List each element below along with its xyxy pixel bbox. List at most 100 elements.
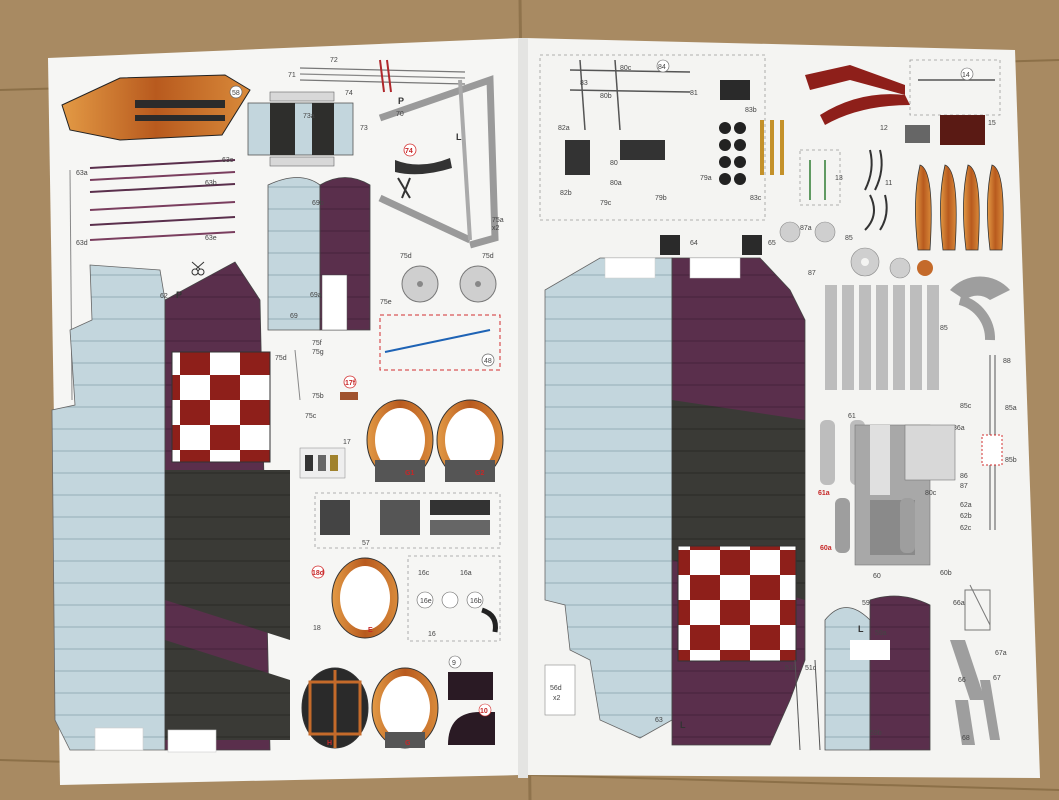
scissors-icon bbox=[191, 261, 205, 276]
label: 70 bbox=[396, 111, 404, 118]
label: 80b bbox=[600, 93, 612, 100]
label: 62 bbox=[160, 293, 168, 300]
label: L bbox=[680, 720, 686, 730]
part-64-65-tabs: 64 65 bbox=[660, 235, 776, 255]
label: 79b bbox=[655, 195, 667, 202]
label: 75c bbox=[305, 413, 317, 420]
label: 83b bbox=[745, 107, 757, 114]
part-58-wood-strip: 58 bbox=[61, 74, 251, 141]
label: 66a bbox=[953, 600, 965, 607]
label: 79c bbox=[600, 200, 612, 207]
label: 62b bbox=[960, 513, 972, 520]
label: 82a bbox=[558, 125, 570, 132]
label: 75e bbox=[380, 299, 392, 306]
label: 81 bbox=[690, 90, 698, 97]
label: 84 bbox=[658, 64, 666, 71]
label: G bbox=[405, 740, 411, 747]
label: 88 bbox=[1003, 358, 1011, 365]
label: 58 bbox=[232, 90, 240, 97]
label: 59b bbox=[870, 730, 882, 737]
label: 85b bbox=[1005, 457, 1017, 464]
label: 62c bbox=[960, 525, 972, 532]
label: 51b bbox=[785, 665, 797, 672]
label: 73 bbox=[360, 125, 368, 132]
label: 75a bbox=[492, 217, 504, 224]
part-56d: 56d x2 bbox=[544, 664, 576, 716]
label: 85 bbox=[940, 325, 948, 332]
label: 73a bbox=[303, 113, 315, 120]
label: 57 bbox=[362, 540, 370, 547]
label: 87 bbox=[808, 270, 816, 277]
label: 68 bbox=[962, 735, 970, 742]
part-H-window: H bbox=[301, 667, 369, 749]
label: 61a bbox=[818, 490, 830, 497]
part-69-panel: 69 69a 69b bbox=[267, 177, 371, 331]
label: 71 bbox=[288, 72, 296, 79]
label: 64 bbox=[690, 240, 698, 247]
label: 61 bbox=[848, 413, 856, 420]
label: 14 bbox=[962, 72, 970, 79]
label: 83 bbox=[580, 80, 588, 87]
part-G-windows: G1 G2 bbox=[366, 399, 504, 482]
label: 63 bbox=[655, 717, 663, 724]
part-17: 17 bbox=[299, 439, 351, 479]
label: 80c bbox=[620, 65, 632, 72]
part-71-72-struts: 71 72 74 bbox=[288, 57, 466, 97]
label: 63c bbox=[222, 157, 234, 164]
part-63-strips: 63a 63b 63c 63d 63e bbox=[69, 157, 236, 401]
propeller-blades bbox=[915, 164, 1004, 251]
part-57-panel: 57 bbox=[314, 492, 501, 549]
label: 86 bbox=[960, 473, 968, 480]
label: 48 bbox=[484, 358, 492, 365]
label: 16b bbox=[470, 598, 482, 605]
part-48-wire: 48 bbox=[379, 314, 501, 371]
label: 74 bbox=[405, 148, 413, 155]
part-51-strips: 88 85c 85a 86a 85b 86 87 bbox=[825, 285, 1017, 530]
label: 75f bbox=[312, 340, 322, 347]
label: 85 bbox=[845, 235, 853, 242]
label: 63d bbox=[76, 240, 88, 247]
label: 17f bbox=[345, 380, 356, 387]
part-66-68: 66a 66 67a 67 68 bbox=[950, 584, 1007, 745]
label: 67 bbox=[993, 675, 1001, 682]
label: 75d bbox=[275, 355, 287, 362]
label: 85a bbox=[1005, 405, 1017, 412]
label: 87a bbox=[800, 225, 812, 232]
label: 15 bbox=[988, 120, 996, 127]
label: P bbox=[176, 290, 182, 300]
label: 60b bbox=[940, 570, 952, 577]
label: 63a bbox=[76, 170, 88, 177]
label: L bbox=[858, 624, 864, 634]
label: E bbox=[368, 627, 373, 634]
label: 60 bbox=[873, 573, 881, 580]
label: 82b bbox=[560, 190, 572, 197]
label: 75d bbox=[400, 253, 412, 260]
label: 65 bbox=[768, 240, 776, 247]
page-fold bbox=[518, 38, 528, 778]
part-60-61: 61 61a 60 60a 80c 62a 62b 62c 60b bbox=[818, 413, 972, 580]
label: 59a bbox=[875, 630, 887, 637]
label: 72 bbox=[330, 57, 338, 64]
label: 16e bbox=[420, 598, 432, 605]
part-14-wing-strut: 14 15 bbox=[805, 59, 1001, 145]
label: 66 bbox=[958, 677, 966, 684]
label: 10 bbox=[480, 708, 488, 715]
label: 12 bbox=[880, 125, 888, 132]
label: G2 bbox=[475, 470, 484, 477]
part-63-fuselage-panel: 63 L bbox=[544, 257, 806, 746]
part-9-10: 9 10 bbox=[448, 655, 495, 745]
part-80-83-group: 83 80c 80b 82a 80 80a 79b 79c 82b 79a 83… bbox=[539, 54, 784, 221]
part-G-window-bottom: G bbox=[371, 667, 439, 749]
label: 80c bbox=[925, 490, 937, 497]
label: P bbox=[398, 96, 404, 106]
part-73-panel: 73 73a bbox=[247, 91, 368, 167]
part-59-panel: L 59a 59 59b 51b 51c bbox=[785, 595, 931, 751]
label: 75d bbox=[482, 253, 494, 260]
label: 85c bbox=[960, 403, 972, 410]
label: 63b bbox=[205, 180, 217, 187]
label: 79a bbox=[700, 175, 712, 182]
left-page: 58 71 72 74 73 73a P bbox=[48, 38, 525, 785]
label: 80 bbox=[610, 160, 618, 167]
right-page: 83 80c 80b 82a 80 80a 79b 79c 82b 79a 83… bbox=[525, 38, 1040, 778]
